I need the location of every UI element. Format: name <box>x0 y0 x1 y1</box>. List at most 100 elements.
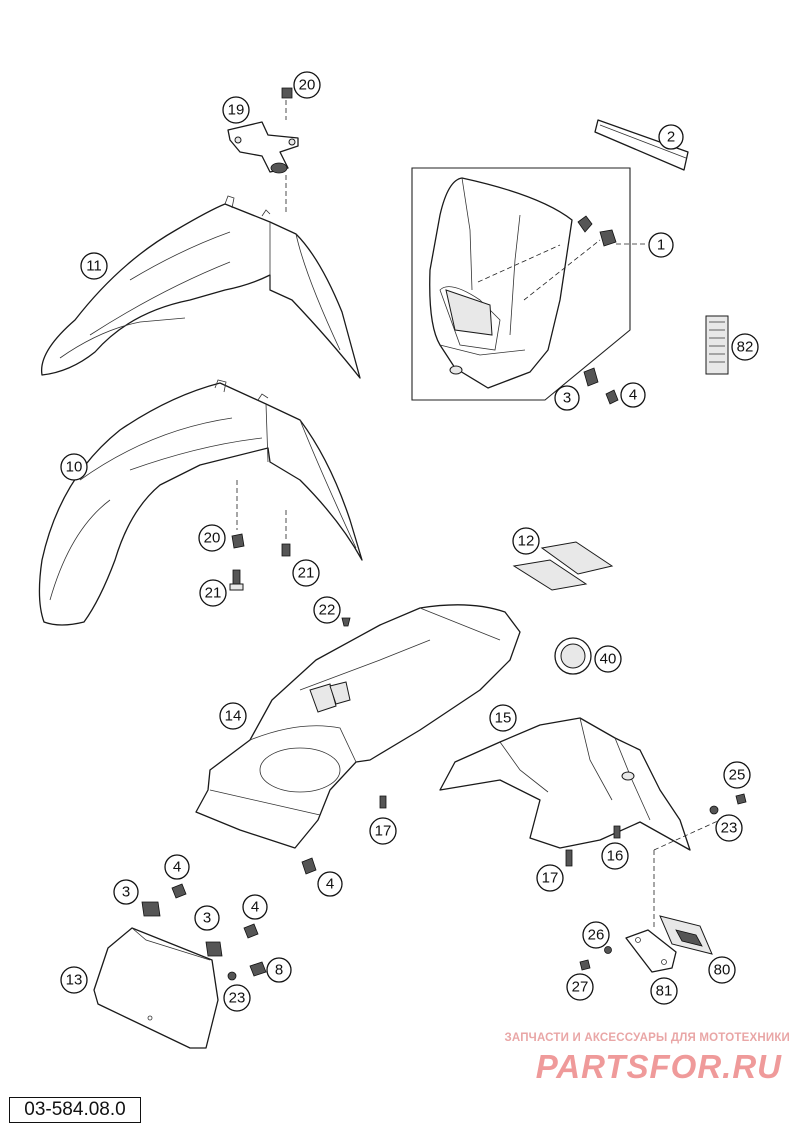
screw-21-right[interactable] <box>281 543 291 557</box>
watermark-caption: ЗАПЧАСТИ И АКСЕССУАРЫ ДЛЯ МОТОТЕХНИКИ <box>504 1032 790 1044</box>
screw-16[interactable] <box>613 825 621 839</box>
pads-12[interactable] <box>512 541 614 591</box>
callout-25: 25 <box>723 761 751 789</box>
callout-8: 8 <box>266 957 292 983</box>
watermark: ЗАПЧАСТИ И АКСЕССУАРЫ ДЛЯ МОТОТЕХНИКИ PA… <box>470 1030 790 1090</box>
svg-text:4: 4 <box>629 387 637 404</box>
front-fender-11[interactable] <box>40 195 361 379</box>
svg-text:17: 17 <box>375 823 392 840</box>
callout-20-lower: 20 <box>198 524 226 552</box>
svg-text:3: 3 <box>122 884 130 901</box>
svg-text:40: 40 <box>600 651 617 668</box>
screw-25[interactable] <box>735 793 747 805</box>
svg-text:17: 17 <box>542 870 559 887</box>
light-shield-strip[interactable] <box>594 119 689 171</box>
svg-text:19: 19 <box>228 102 245 119</box>
svg-text:12: 12 <box>518 533 535 550</box>
grommet-40[interactable] <box>554 637 592 675</box>
screw-4-right[interactable] <box>243 923 259 939</box>
svg-text:11: 11 <box>86 258 102 275</box>
svg-text:15: 15 <box>495 710 512 727</box>
callout-20-top: 20 <box>293 71 321 99</box>
callout-12: 12 <box>512 527 540 555</box>
nut-23-left[interactable] <box>227 971 237 981</box>
svg-text:8: 8 <box>275 962 283 979</box>
nut-20-top[interactable] <box>281 87 293 99</box>
svg-text:20: 20 <box>204 530 221 547</box>
svg-text:2: 2 <box>667 129 675 146</box>
callout-1: 1 <box>648 232 674 258</box>
screw-8[interactable] <box>249 961 267 977</box>
clip-3-left[interactable] <box>141 901 161 917</box>
reflector-80[interactable] <box>659 915 713 955</box>
callout-23-left: 23 <box>223 984 251 1012</box>
svg-text:27: 27 <box>572 979 589 996</box>
screw-4-rear-fender[interactable] <box>301 857 317 875</box>
callout-21-right: 21 <box>292 559 320 587</box>
svg-text:4: 4 <box>173 859 181 876</box>
svg-text:10: 10 <box>66 459 83 476</box>
part-82[interactable] <box>705 315 729 375</box>
callout-81: 81 <box>650 977 678 1005</box>
svg-text:4: 4 <box>251 899 259 916</box>
svg-text:26: 26 <box>588 927 605 944</box>
callout-16: 16 <box>601 842 629 870</box>
svg-text:23: 23 <box>229 990 246 1007</box>
callout-15: 15 <box>489 704 517 732</box>
svg-text:21: 21 <box>298 565 315 582</box>
svg-text:13: 13 <box>66 972 83 989</box>
callout-11: 11 <box>80 252 108 280</box>
screw-17-rear-fender[interactable] <box>379 795 387 809</box>
svg-text:4: 4 <box>326 876 334 893</box>
rear-section-15[interactable] <box>439 717 691 851</box>
callout-26: 26 <box>582 921 610 949</box>
screw-17-right[interactable] <box>565 849 573 867</box>
callout-4-headlight: 4 <box>620 382 646 408</box>
callout-17-rear-fender: 17 <box>369 817 397 845</box>
svg-text:80: 80 <box>714 962 731 979</box>
svg-text:3: 3 <box>203 910 211 927</box>
part-26[interactable] <box>604 946 612 954</box>
callout-22: 22 <box>313 596 341 624</box>
svg-text:22: 22 <box>319 602 336 619</box>
callout-21-left: 21 <box>199 579 227 607</box>
plate-13[interactable] <box>93 927 219 1049</box>
svg-text:20: 20 <box>299 77 316 94</box>
callout-4-rear-fender: 4 <box>317 871 343 897</box>
svg-text:23: 23 <box>721 820 738 837</box>
clip-3-headlight[interactable] <box>583 367 599 387</box>
screw-21-left[interactable] <box>229 569 244 591</box>
callout-4-top-left: 4 <box>164 854 190 880</box>
svg-text:82: 82 <box>737 339 754 356</box>
screw-4-left[interactable] <box>171 883 187 899</box>
callout-80: 80 <box>708 956 736 984</box>
screw-4-headlight[interactable] <box>605 389 619 405</box>
callout-4-right: 4 <box>242 894 268 920</box>
callout-3-headlight: 3 <box>554 385 580 411</box>
clip-3-right[interactable] <box>205 941 223 957</box>
callout-19: 19 <box>222 96 250 124</box>
callout-82: 82 <box>731 333 759 361</box>
part-27[interactable] <box>579 959 591 971</box>
headlight-group-frame <box>411 167 631 401</box>
headlight-mask[interactable] <box>429 177 645 389</box>
rear-fender-14[interactable] <box>195 604 521 849</box>
svg-text:1: 1 <box>657 237 665 254</box>
callout-2: 2 <box>658 124 684 150</box>
callout-13: 13 <box>60 966 88 994</box>
svg-text:16: 16 <box>607 848 624 865</box>
drawing-number: 03-584.08.0 <box>9 1097 141 1123</box>
svg-text:3: 3 <box>563 390 571 407</box>
watermark-logo: PARTSFOR.RU <box>535 1048 782 1085</box>
callout-3-left: 3 <box>113 879 139 905</box>
plate-holder-81[interactable] <box>625 929 677 973</box>
plug-22[interactable] <box>341 617 351 627</box>
nut-20-lower[interactable] <box>231 533 245 549</box>
callout-23-right: 23 <box>715 814 743 842</box>
callout-27: 27 <box>566 973 594 1001</box>
nut-23-right[interactable] <box>709 805 719 815</box>
svg-text:81: 81 <box>656 983 673 1000</box>
fender-bracket[interactable] <box>227 121 299 174</box>
callout-14: 14 <box>219 702 247 730</box>
